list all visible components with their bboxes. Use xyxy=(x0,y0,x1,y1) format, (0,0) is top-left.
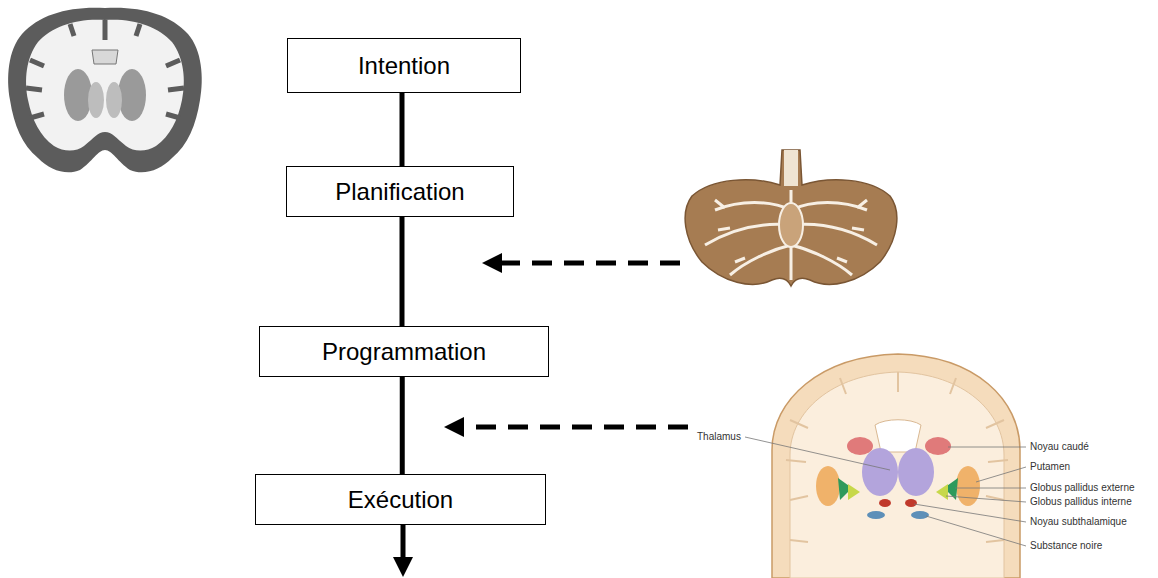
part-name: Putamen xyxy=(1030,461,1070,473)
part-name: Globus pallidus externe xyxy=(1030,482,1135,494)
exit-arrow xyxy=(393,525,413,577)
flow-line xyxy=(400,217,405,326)
box-label: Planification xyxy=(335,178,464,206)
process-box: Planification xyxy=(286,166,514,217)
cerebellum-slice xyxy=(685,150,897,286)
part-name: Noyau caudé xyxy=(1030,441,1089,453)
brain-slice-photo xyxy=(8,8,202,173)
part-name: Noyau subthalamique xyxy=(1030,516,1127,528)
process-box: Programmation xyxy=(259,326,549,377)
process-box: Intention xyxy=(287,38,521,93)
box-label: Exécution xyxy=(348,486,453,514)
brain-coronal-illustration xyxy=(745,354,1026,578)
flow-line xyxy=(400,93,405,166)
box-label: Programmation xyxy=(322,338,486,366)
part-name: Thalamus xyxy=(697,431,741,443)
flow-line xyxy=(400,377,405,474)
dashed-arrow xyxy=(482,253,680,273)
part-name: Globus pallidus interne xyxy=(1030,496,1132,508)
box-label: Intention xyxy=(358,52,450,80)
part-name: Substance noire xyxy=(1030,540,1102,552)
dashed-arrow xyxy=(444,417,688,437)
process-box: Exécution xyxy=(255,474,546,525)
